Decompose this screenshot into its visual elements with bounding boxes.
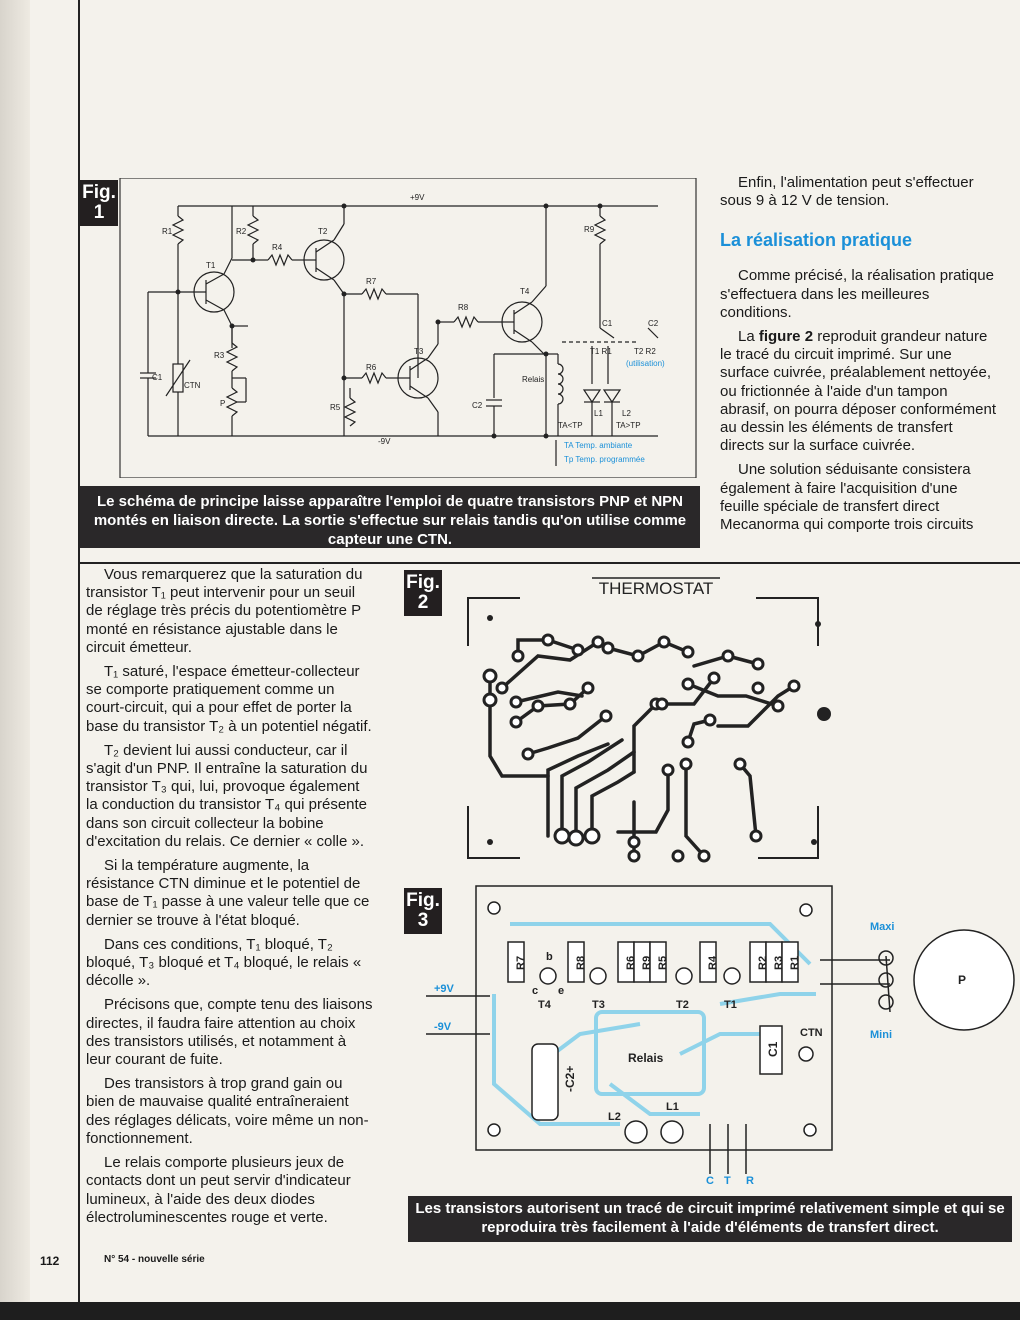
left-p7: Des transistors à trop grand gain ou bie…	[86, 1075, 369, 1147]
fig3-label-c1: C1	[766, 1041, 780, 1057]
fig3-label-ctn: CTN	[800, 1027, 823, 1039]
page-number: 112	[40, 1254, 60, 1268]
fig3-label-r3: R3	[773, 956, 785, 970]
fig1-label-contact-c2: C2	[648, 319, 659, 328]
fig1-label-minus9: -9V	[378, 437, 391, 446]
fig1-label-ta-gt-tp: TA>TP	[616, 421, 641, 430]
fig3-label-l2: L2	[608, 1111, 621, 1123]
fig3-label-r6: R6	[625, 956, 637, 970]
fig1-label-c2: C2	[472, 401, 483, 410]
fig3-label-c: c	[532, 985, 538, 997]
right-p2: La figure 2 reproduit grandeur nature le…	[720, 328, 996, 455]
left-p1: Vous remarquerez que la saturation du tr…	[86, 566, 363, 656]
fig3-label-minus9: -9V	[434, 1021, 452, 1033]
fig3-label-r8: R8	[575, 956, 587, 970]
fig3-label-r7: R7	[515, 956, 527, 970]
fig1-label-r3: R3	[214, 351, 225, 360]
fig1-legend-ta: TA Temp. ambiante	[564, 441, 633, 450]
fig1-label-l2: L2	[622, 409, 631, 418]
fig3-label-t2: T2	[676, 999, 689, 1011]
fig3-label-t4: T4	[538, 999, 552, 1011]
fig1-tag: Fig.1	[80, 180, 118, 226]
fig1-label-t2: T2	[318, 227, 328, 236]
fig1-label-contact-c1: C1	[602, 319, 613, 328]
fig1-label-p: P	[220, 399, 225, 408]
fig1-label-r7: R7	[366, 277, 377, 286]
fig3-layout: R7 R8 R6 R9 R5 R4 R2 R3 R1 T4 T3 T2 T1 b…	[426, 885, 1015, 1187]
fig1-label-l1: L1	[594, 409, 603, 418]
fig1-legend-tp: Tp Temp. programmée	[564, 455, 645, 464]
divider-top	[80, 562, 1020, 564]
fig1-caption: Le schéma de principe laisse apparaître …	[80, 486, 700, 548]
right-column: Enfin, l'alimentation peut s'effectuer s…	[720, 174, 998, 540]
fig2-pcb: THERMOSTAT	[467, 577, 831, 863]
fig3-label-plus9: +9V	[434, 983, 455, 995]
fig1-schematic: +9V -9V R1 R2 R3 R4 R5 R6 R7 R8 R9 T1 T2…	[119, 178, 697, 478]
fig3-label-relais: Relais	[628, 1051, 664, 1065]
fig1-label-relais: Relais	[522, 375, 544, 384]
fig3-label-c2: -C2+	[563, 1066, 577, 1092]
fig3-label-e: e	[558, 985, 564, 997]
fig3-caption: Les transistors autorisent un tracé de c…	[408, 1196, 1012, 1242]
fig1-label-r2: R2	[236, 227, 247, 236]
section-heading: La réalisation pratique	[720, 230, 913, 251]
fig1-label-utilisation: (utilisation)	[626, 359, 665, 368]
fig3-label-p: P	[958, 973, 966, 987]
fig1-label-r1: R1	[162, 227, 173, 236]
fig3-label-r-out: R	[746, 1175, 754, 1187]
fig1-label-t1r1: T1 R1	[590, 347, 612, 356]
fig1-label-ta-lt-tp: TA<TP	[558, 421, 583, 430]
fig1-label-t1: T1	[206, 261, 216, 270]
fig1-label-r5: R5	[330, 403, 341, 412]
right-p1: Comme précisé, la réalisation pratique s…	[720, 267, 994, 321]
fig3-label-t-out: T	[724, 1175, 731, 1187]
fig1-label-r6: R6	[366, 363, 377, 372]
left-p6: Précisons que, compte tenu des liaisons …	[86, 996, 373, 1069]
issue-label: N° 54 - nouvelle série	[104, 1254, 205, 1265]
right-p3: Une solution séduisante consistera égale…	[720, 461, 974, 534]
fig2-tag: Fig.2	[404, 570, 442, 616]
left-p2: T₁ saturé, l'espace émetteur-collecteur …	[86, 663, 372, 735]
fig3-label-r2: R2	[757, 956, 769, 970]
fig3-tag: Fig.3	[404, 888, 442, 934]
fig1-label-r4: R4	[272, 243, 283, 252]
fig1-label-ctn: CTN	[184, 381, 201, 390]
right-intro: Enfin, l'alimentation peut s'effectuer s…	[720, 174, 974, 210]
left-column: Vous remarquerez que la saturation du tr…	[86, 566, 374, 1233]
fig3-label-l1: L1	[666, 1101, 679, 1113]
left-p4: Si la température augmente, la résistanc…	[86, 857, 370, 929]
fig3-label-r9: R9	[641, 956, 653, 970]
fig3-label-t1: T1	[724, 999, 737, 1011]
margin-rule	[78, 0, 80, 1320]
binding-gutter	[0, 0, 30, 1320]
fig1-label-t4: T4	[520, 287, 530, 296]
left-p5: Dans ces conditions, T₁ bloqué, T₂ bloqu…	[86, 935, 362, 990]
fig3-label-t3: T3	[592, 999, 605, 1011]
fig3-label-r5: R5	[657, 956, 669, 970]
fig1-label-c1: C1	[152, 373, 163, 382]
fig3-label-mini: Mini	[870, 1029, 892, 1041]
fig2-title: THERMOSTAT	[599, 579, 714, 598]
fig1-label-r9: R9	[584, 225, 595, 234]
fig3-label-r4: R4	[707, 955, 719, 970]
fig1-label-t3: T3	[414, 347, 424, 356]
fig1-label-r8: R8	[458, 303, 469, 312]
fig3-label-c-out: C	[706, 1175, 714, 1187]
left-p8: Le relais comporte plusieurs jeux de con…	[86, 1154, 351, 1226]
fig1-label-t2r2: T2 R2	[634, 347, 656, 356]
fig1-label-plus9: +9V	[410, 193, 425, 202]
fig3-label-b: b	[546, 951, 553, 963]
left-p3: T₂ devient lui aussi conducteur, car il …	[86, 741, 368, 850]
fig3-label-r1: R1	[789, 956, 801, 970]
scan-edge	[0, 1302, 1020, 1320]
fig3-label-maxi: Maxi	[870, 921, 894, 933]
